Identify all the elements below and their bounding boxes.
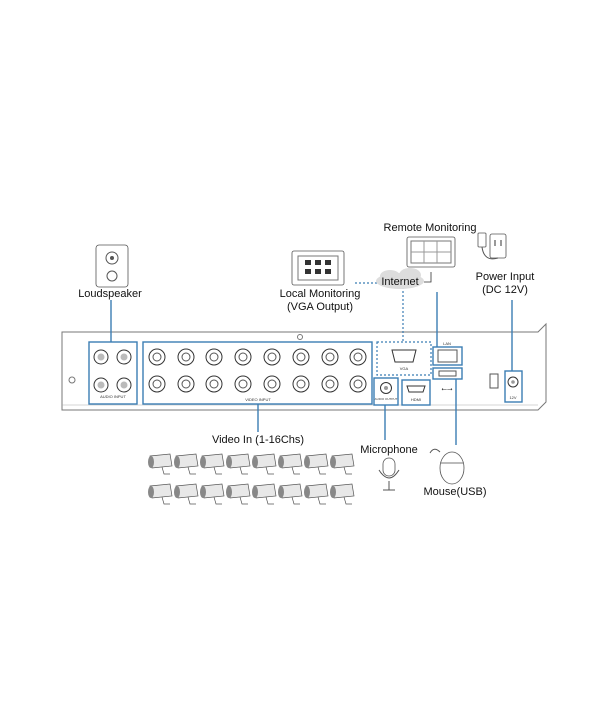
arrow-icon xyxy=(424,272,432,283)
camera-icon xyxy=(304,483,329,505)
bnc-connector xyxy=(349,375,367,393)
vga-output-label: (VGA Output) xyxy=(287,301,353,313)
local-monitoring-label: Local Monitoring xyxy=(280,288,361,300)
usb-icon: ⭠⭢ xyxy=(441,386,453,393)
camera-icon xyxy=(226,483,251,505)
screw-icon xyxy=(68,376,76,384)
remote-monitoring-label: Remote Monitoring xyxy=(384,222,477,234)
camera-icon xyxy=(304,453,329,475)
svg-text:12V: 12V xyxy=(509,395,516,400)
audio-output-port: AUDIO OUTPUT xyxy=(373,377,399,406)
audio-input-panel: AUDIO INPUT xyxy=(88,341,138,405)
camera-icon xyxy=(278,483,303,505)
video-input-label: VIDEO INPUT xyxy=(245,397,271,402)
power-switch xyxy=(489,373,499,389)
bnc-connector xyxy=(205,375,223,393)
internet-label: Internet xyxy=(381,276,418,288)
remote-monitor-icon xyxy=(406,236,456,268)
camera-icon xyxy=(148,483,173,505)
local-monitor-icon xyxy=(291,250,345,286)
power-port: 12V xyxy=(489,370,523,403)
camera-icon xyxy=(200,453,225,475)
loudspeaker-label: Loudspeaker xyxy=(78,288,142,300)
bnc-connector xyxy=(292,375,310,393)
video-input-panel: VIDEO INPUT xyxy=(142,341,373,405)
bnc-connector xyxy=(177,348,195,366)
svg-text:HDMI: HDMI xyxy=(411,397,421,402)
bnc-connector xyxy=(321,375,339,393)
camera-icon xyxy=(148,453,173,475)
bnc-connector xyxy=(148,348,166,366)
camera-icon xyxy=(252,483,277,505)
hdmi-port: HDMI xyxy=(401,379,431,406)
audio-input-label: AUDIO INPUT xyxy=(100,394,126,399)
camera-icon xyxy=(174,453,199,475)
svg-text:AUDIO OUTPUT: AUDIO OUTPUT xyxy=(375,397,398,401)
bnc-connector xyxy=(234,375,252,393)
power-adapter-icon xyxy=(477,232,507,260)
dc-12v-label: (DC 12V) xyxy=(482,284,528,296)
microphone-icon xyxy=(378,457,400,491)
mouse-label: Mouse(USB) xyxy=(424,486,487,498)
svg-text:LAN: LAN xyxy=(443,341,451,346)
bnc-connector xyxy=(263,375,281,393)
camera-icon xyxy=(278,453,303,475)
camera-icon xyxy=(226,453,251,475)
camera-icon xyxy=(330,453,355,475)
camera-group xyxy=(148,453,355,505)
svg-text:VGA: VGA xyxy=(400,366,409,371)
power-input-label: Power Input xyxy=(476,271,535,283)
bnc-connector xyxy=(321,348,339,366)
microphone-label: Microphone xyxy=(360,444,417,456)
bnc-connector xyxy=(177,375,195,393)
bnc-connector xyxy=(148,375,166,393)
bnc-connector xyxy=(263,348,281,366)
mouse-icon xyxy=(429,448,465,485)
camera-icon xyxy=(174,483,199,505)
usb-port: ⭠⭢ xyxy=(432,367,463,393)
vga-port: VGA xyxy=(376,341,432,376)
screw-icon xyxy=(297,334,303,340)
internet-cloud-icon xyxy=(376,268,424,289)
camera-icon xyxy=(252,453,277,475)
camera-icon xyxy=(330,483,355,505)
dvr-chassis xyxy=(61,322,547,411)
bnc-connector xyxy=(234,348,252,366)
bnc-connector xyxy=(205,348,223,366)
camera-icon xyxy=(200,483,225,505)
bnc-connector xyxy=(292,348,310,366)
bnc-connector xyxy=(349,348,367,366)
lan-port: LAN xyxy=(432,341,463,366)
loudspeaker-icon xyxy=(95,244,129,288)
video-in-label: Video In (1-16Chs) xyxy=(212,434,304,446)
